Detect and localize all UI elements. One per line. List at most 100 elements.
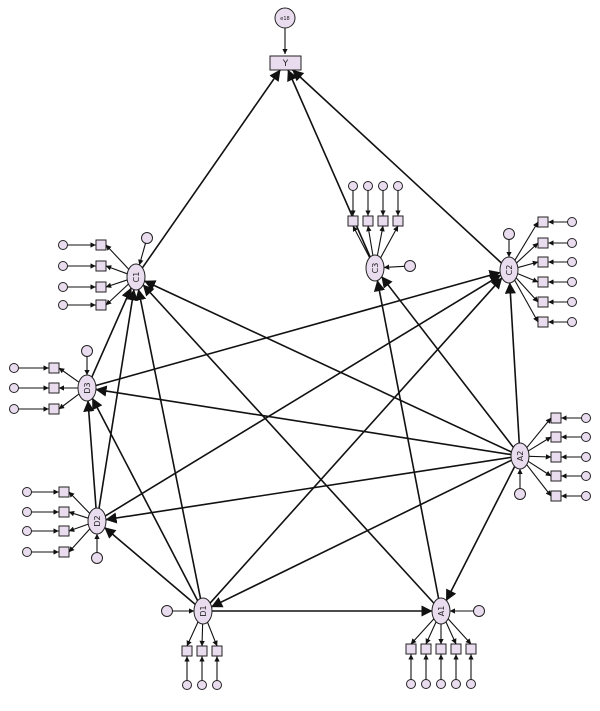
latent-d3: D3 <box>77 374 97 402</box>
indicator-box <box>181 645 193 657</box>
indicator-error <box>406 679 416 689</box>
latent-c2-label: C2 <box>505 265 514 276</box>
indicator-box <box>405 643 417 655</box>
indicator-a1-2 <box>420 621 437 689</box>
disturbance-d2 <box>91 533 103 564</box>
path-c2-to-y <box>292 69 502 264</box>
indicator-error <box>581 471 591 481</box>
indicator-box <box>48 382 60 394</box>
indicator-error <box>567 257 577 267</box>
disturbance-d3 <box>81 345 93 376</box>
indicator-a2-2 <box>527 431 591 452</box>
path-a2-to-a1 <box>445 466 516 602</box>
disturbance-c2 <box>503 228 515 258</box>
disturbance-error <box>514 488 526 500</box>
path-d1-to-d2 <box>104 526 196 606</box>
path-d2-to-c2 <box>104 274 502 517</box>
indicator-c1-1 <box>58 239 130 270</box>
disturbance-error <box>404 260 416 272</box>
indicator-d2-4 <box>22 528 91 558</box>
disturbance-error <box>81 345 93 357</box>
path-a2-to-c3 <box>381 276 514 448</box>
indicator-c3-2 <box>362 181 374 256</box>
indicator-d2-3 <box>22 523 89 537</box>
indicator-d2-2 <box>22 506 89 519</box>
path-a1-to-c3 <box>373 279 440 599</box>
indicator-error <box>393 181 403 191</box>
indicator-error <box>9 383 19 393</box>
indicator-c2-1 <box>514 216 577 261</box>
indicator-box <box>196 645 208 657</box>
latent-c3: C3 <box>365 254 385 282</box>
latent-d2-label: D2 <box>93 515 102 526</box>
path-d2-to-d3 <box>83 400 97 509</box>
indicator-box <box>362 215 374 227</box>
indicator-box <box>435 643 447 655</box>
path-c3-to-y <box>287 69 371 258</box>
indicator-a2-5 <box>526 464 591 502</box>
indicator-box <box>58 486 70 498</box>
indicator-a2-3 <box>528 451 591 463</box>
measurement-models <box>9 181 591 690</box>
indicator-c2-6 <box>514 279 577 328</box>
disturbance-a2 <box>514 468 526 500</box>
path-a2-to-c1 <box>144 280 512 453</box>
latent-c2: C2 <box>499 256 519 284</box>
indicator-error <box>58 240 68 250</box>
indicator-c2-2 <box>516 237 577 264</box>
disturbance-error <box>91 552 103 564</box>
indicator-box <box>48 362 60 374</box>
indicator-box <box>377 215 389 227</box>
latent-d3-label: D3 <box>83 382 92 393</box>
indicator-box <box>58 525 70 537</box>
indicator-error <box>581 413 591 423</box>
indicator-box <box>550 490 562 502</box>
indicator-error <box>451 679 461 689</box>
indicator-box <box>420 643 432 655</box>
indicator-error <box>22 487 32 497</box>
indicator-box <box>95 260 107 272</box>
indicator-c3-1 <box>347 181 371 258</box>
disturbance-error <box>141 232 153 244</box>
indicator-error <box>197 680 207 690</box>
indicator-error <box>567 238 577 248</box>
indicator-box <box>537 316 549 328</box>
indicator-error <box>22 507 32 517</box>
indicator-error <box>58 300 68 310</box>
path-d1-to-d3 <box>91 397 199 601</box>
indicator-a2-1 <box>526 412 591 448</box>
indicator-error <box>581 432 591 442</box>
indicator-a2-4 <box>527 460 591 482</box>
disturbance-d1 <box>161 605 195 617</box>
disturbance-error <box>161 605 173 617</box>
latent-c1-label: C1 <box>132 272 141 283</box>
indicator-error <box>466 679 476 689</box>
indicator-error <box>363 181 373 191</box>
outcome-error <box>274 7 296 29</box>
indicator-c2-4 <box>517 273 577 288</box>
indicator-error <box>348 181 358 191</box>
indicator-box <box>550 412 562 424</box>
indicator-c1-4 <box>58 283 129 311</box>
indicator-d2-1 <box>22 486 91 514</box>
disturbance-c1 <box>138 232 153 266</box>
path-a2-to-d2 <box>105 456 512 524</box>
indicator-c3-4 <box>380 181 404 259</box>
indicator-error <box>567 217 577 227</box>
path-a2-to-d1 <box>211 459 512 608</box>
latent-a2-label: A2 <box>516 451 525 462</box>
indicator-box <box>465 643 477 655</box>
indicator-error <box>58 261 68 271</box>
indicator-d1-1 <box>181 621 199 690</box>
indicator-box <box>537 216 549 228</box>
indicator-error <box>9 404 19 414</box>
indicator-box <box>537 276 549 288</box>
latent-c3-label: C3 <box>371 263 380 274</box>
indicator-box <box>537 256 549 268</box>
indicator-a1-5 <box>447 618 477 689</box>
indicator-box <box>95 281 107 293</box>
latent-c1: C1 <box>126 263 146 291</box>
outcome-error-label: e18 <box>280 16 289 22</box>
indicator-box <box>450 643 462 655</box>
